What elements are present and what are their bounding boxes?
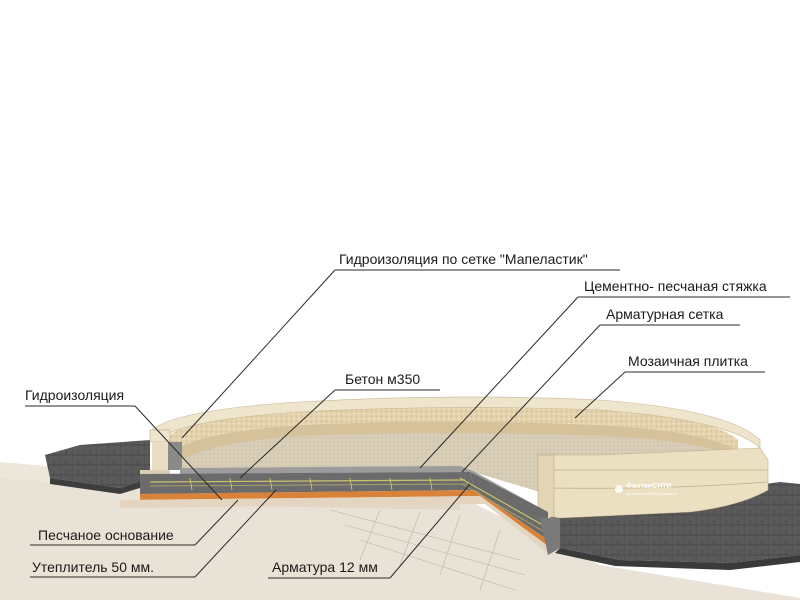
leader-lines [25,269,790,579]
slope-section [459,466,560,555]
logo-mark-icon [615,485,623,493]
label-sand-base: Песчаное основание [38,527,174,543]
left-paving [45,440,150,494]
logo-text: ФонтанСИТИ [626,483,671,490]
label-waterproofing: Гидроизоляция [25,387,124,403]
label-waterproofing-mesh: Гидроизоляция по сетке "Мапеластик" [339,251,588,267]
coping-stone-front [537,447,769,519]
slab-layers [120,466,485,508]
label-rebar-12mm: Арматура 12 мм [272,559,378,575]
pool-inner-wall-mosaic [165,404,738,462]
label-insulation: Утеплитель 50 мм. [32,559,154,575]
label-mosaic-tile: Мозаичная плитка [628,353,748,369]
logo-tagline: фонтаны любой сложности [626,491,677,496]
label-concrete: Бетон м350 [345,371,420,387]
rebar-grid-ground [329,509,526,591]
label-cement-sand-screed: Цементно- песчаная стяжка [584,278,767,294]
label-rebar-mesh: Арматурная сетка [606,306,724,322]
labels: Гидроизоляция по сетке "Мапеластик" Цеме… [25,251,767,575]
logo-badge: ФонтанСИТИ фонтаны любой сложности [615,483,677,496]
